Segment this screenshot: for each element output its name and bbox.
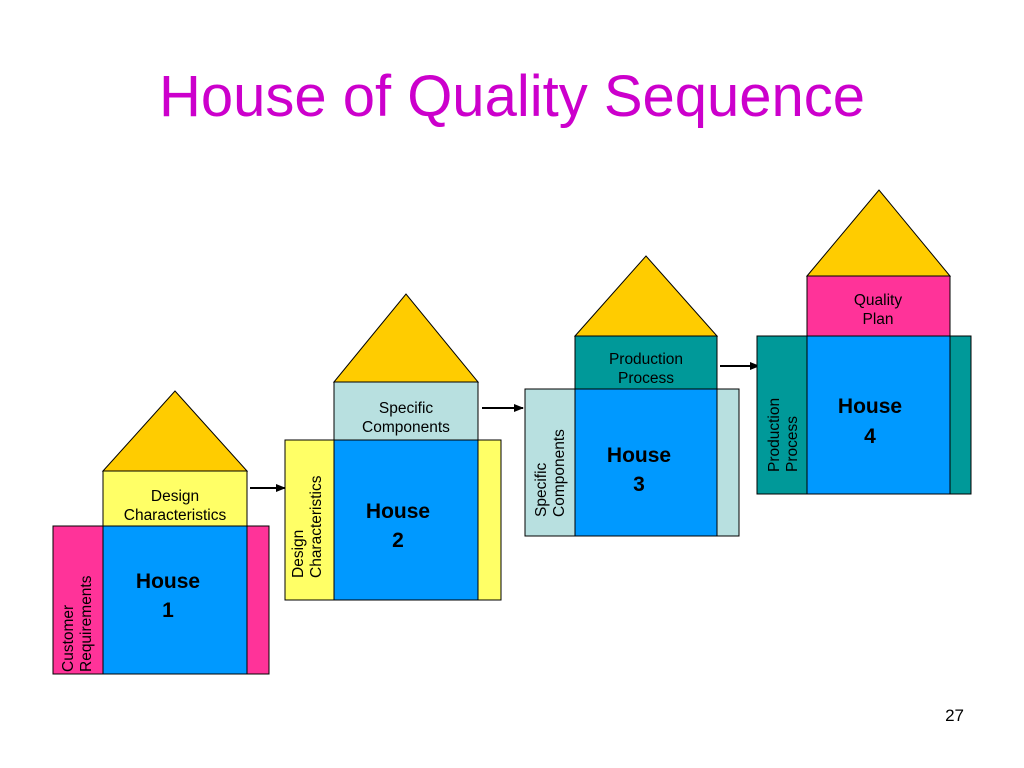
house-1-number: 1	[162, 599, 174, 622]
house-4-left-label-line1: Production	[766, 398, 783, 472]
house-3-left-label-line2: Components	[551, 429, 568, 517]
house-3-top-label-line1: Production	[609, 351, 683, 368]
house-3-right-box	[716, 388, 740, 537]
house-4-top-label-line1: Quality	[854, 292, 902, 309]
house-1-left-label-line2: Requirements	[78, 575, 95, 672]
house-4-body	[806, 335, 951, 495]
house-2-number: 2	[392, 529, 404, 552]
house-3-left-box	[524, 388, 576, 537]
house-1-left-box	[52, 525, 104, 675]
house-1-left-label-line1: Customer	[60, 605, 77, 672]
house-4-left-box	[756, 335, 808, 495]
house-1-body	[102, 525, 248, 675]
house-1-top-label-line2: Characteristics	[124, 507, 227, 524]
house-1-top-box	[102, 470, 248, 527]
house-1-name: House	[136, 570, 200, 593]
house-4-top-label-line2: Plan	[862, 311, 893, 328]
house-4-right-box	[949, 335, 972, 495]
house-1-top-label-line1: Design	[151, 488, 199, 505]
house-4: Quality Plan Production Process House 4	[756, 189, 972, 495]
house-3-number: 3	[633, 473, 645, 496]
house-4-left-label-line2: Process	[784, 416, 801, 472]
house-1-right-box	[246, 525, 270, 675]
house-1-roof	[101, 390, 249, 472]
house-3-name: House	[607, 444, 671, 467]
house-2-roof	[332, 293, 480, 383]
house-3-top-box	[574, 335, 718, 390]
house-2-body	[333, 439, 479, 601]
house-4-roof	[805, 189, 952, 277]
house-2-top-label-line2: Components	[362, 419, 450, 436]
house-3-left-label-line1: Specific	[533, 462, 550, 517]
house-4-number: 4	[864, 425, 876, 448]
house-3-top-label-line2: Process	[618, 370, 674, 387]
house-2-left-box	[284, 439, 335, 601]
house-2-top-box	[333, 381, 479, 441]
house-2-right-box	[477, 439, 502, 601]
house-2-top-label-line1: Specific	[379, 400, 434, 417]
house-1: Design Characteristics Customer Requirem…	[52, 390, 270, 675]
house-4-name: House	[838, 395, 902, 418]
house-2-left-label-line2: Characteristics	[308, 475, 325, 578]
house-2: Specific Components Design Characteristi…	[284, 293, 502, 601]
house-3-roof	[573, 255, 719, 337]
house-3: Production Process Specific Components H…	[524, 255, 740, 537]
house-2-left-label-line1: Design	[290, 530, 307, 578]
page-number: 27	[945, 706, 964, 725]
house-2-name: House	[366, 500, 430, 523]
slide-title: House of Quality Sequence	[158, 64, 866, 129]
